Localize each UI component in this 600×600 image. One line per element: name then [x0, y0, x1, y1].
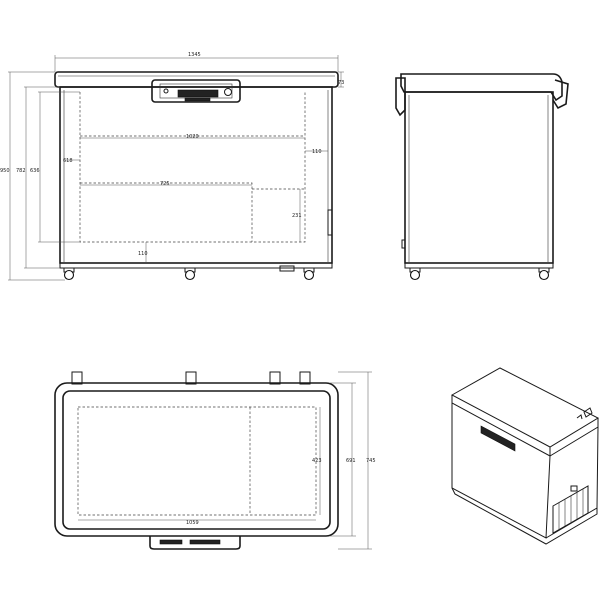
drain-plug — [279, 265, 295, 272]
power-button-icon — [224, 88, 232, 96]
dim-inner-width: 1020 — [186, 134, 199, 140]
isometric-view — [450, 367, 600, 545]
top-cavity — [77, 406, 317, 516]
dim-lid-depth: 423 — [312, 458, 322, 464]
iso-lid-right — [549, 418, 599, 457]
side-view — [395, 73, 569, 281]
inner-cavity-outline — [79, 92, 306, 243]
front-dimensions: 1345 73 950 782 636 618 1020 110 — [0, 52, 344, 281]
dim-total-width: 1345 — [188, 52, 201, 58]
dim-total-height: 950 — [0, 168, 10, 174]
side-lid — [400, 73, 563, 102]
iso-hinge — [583, 407, 593, 418]
front-body — [59, 86, 333, 264]
iso-lid-top — [450, 367, 600, 448]
front-view: 1345 73 950 782 636 618 1020 110 — [0, 52, 344, 281]
iso-front-face — [451, 403, 551, 539]
dim-left-wall: 618 — [63, 158, 73, 164]
top-lid-inner — [62, 390, 331, 530]
top-control-buttons — [189, 539, 221, 545]
top-hinge-4 — [299, 371, 311, 385]
top-control-panel — [149, 536, 241, 550]
dim-inner-height: 636 — [30, 168, 40, 174]
handle-grip — [184, 97, 211, 102]
side-latch — [327, 209, 333, 236]
side-wheel-left — [409, 269, 421, 281]
dim-total-depth: 745 — [366, 458, 376, 464]
side-handle — [395, 77, 406, 117]
side-body — [404, 91, 554, 264]
wheel-right — [303, 269, 315, 281]
dim-bottom: 110 — [138, 251, 148, 257]
side-latch — [401, 239, 406, 249]
iso-lid-front — [451, 395, 551, 457]
dim-basket-width: 725 — [160, 181, 170, 187]
display-screen — [177, 89, 219, 98]
iso-latch — [576, 414, 583, 420]
dim-body-height: 782 — [16, 168, 26, 174]
front-base — [59, 262, 333, 269]
top-hinge-3 — [269, 371, 281, 385]
top-view: 745 691 423 1059 — [54, 371, 376, 550]
wheel-center — [184, 269, 196, 281]
iso-power-socket — [570, 485, 578, 492]
top-hinge-2 — [185, 371, 197, 385]
iso-right-face — [545, 426, 599, 539]
top-lid-outer — [54, 382, 339, 537]
top-dimensions: 745 691 423 1059 — [78, 371, 376, 550]
dim-right-wall: 110 — [312, 149, 322, 155]
control-panel — [151, 79, 241, 103]
top-control-display — [159, 539, 183, 545]
iso-control-panel — [480, 425, 516, 452]
wheel-left — [63, 269, 75, 281]
iso-vent-grille — [552, 485, 589, 534]
side-base — [404, 262, 554, 269]
top-hinge-1 — [71, 371, 83, 385]
side-hinge — [552, 79, 569, 110]
dim-lid-thickness: 73 — [338, 80, 344, 86]
basket-outline — [80, 182, 253, 242]
dim-basket-height: 231 — [292, 213, 302, 219]
dim-body-depth: 691 — [346, 458, 356, 464]
dim-inner-width-top: 1059 — [186, 520, 199, 526]
control-knob-icon — [163, 88, 169, 94]
side-wheel-right — [538, 269, 550, 281]
iso-base — [451, 487, 598, 545]
